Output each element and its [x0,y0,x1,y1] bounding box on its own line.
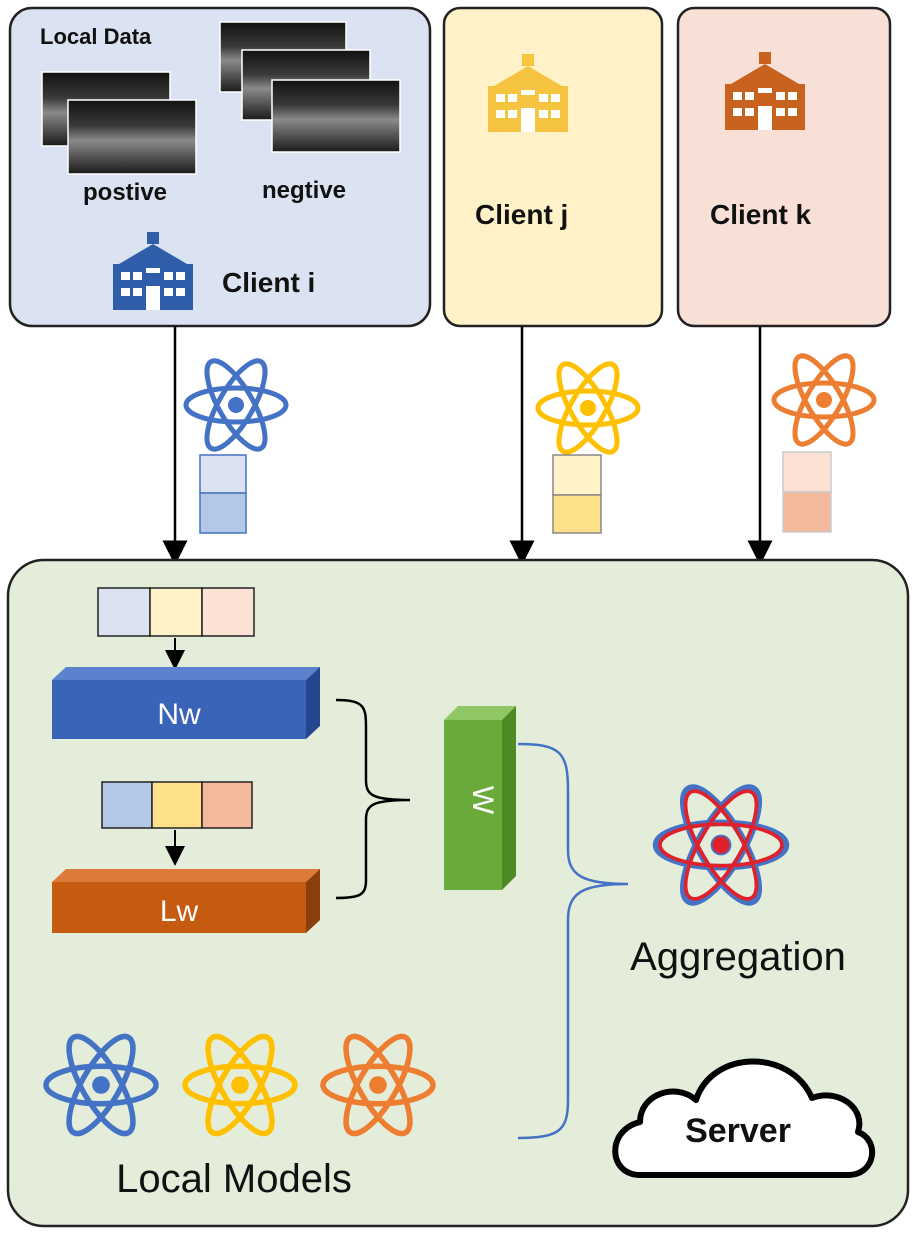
client-k-panel [676,6,892,328]
lw-label: Lw [160,895,199,928]
positive-oct-image-stack [41,71,197,175]
server-label: Server [685,1112,791,1150]
client-i-name: Client i [222,267,315,298]
client-j-model-atom-icon [538,356,638,460]
aggregation-brace [517,742,629,1140]
client-i-model-atom-icon [186,353,286,457]
negative-label: negtive [262,177,346,204]
lower-parameter-row [101,781,253,829]
negative-oct-image-stack [219,21,401,153]
server-cloud-icon [612,1058,876,1178]
w-label: W [466,786,499,815]
local-data-label: Local Data [40,24,152,49]
client-i-parameter-block [199,454,247,534]
positive-label: postive [83,179,167,206]
local-models-label: Local Models [116,1157,352,1201]
client-j-panel [442,6,664,328]
aggregation-atom-icon [656,778,786,913]
lw-block [52,869,320,933]
aggregation-label: Aggregation [630,935,846,979]
nw-label: Nw [157,698,201,731]
client-j-name: Client j [475,199,568,230]
client-k-parameter-block [782,451,832,533]
client-j-parameter-block [552,454,602,534]
client-k-model-atom-icon [774,348,874,452]
nw-block [52,667,320,739]
w-block [444,706,516,890]
upper-parameter-row [97,587,255,637]
client-k-name: Client k [710,199,812,230]
merge-bracket [335,698,411,900]
